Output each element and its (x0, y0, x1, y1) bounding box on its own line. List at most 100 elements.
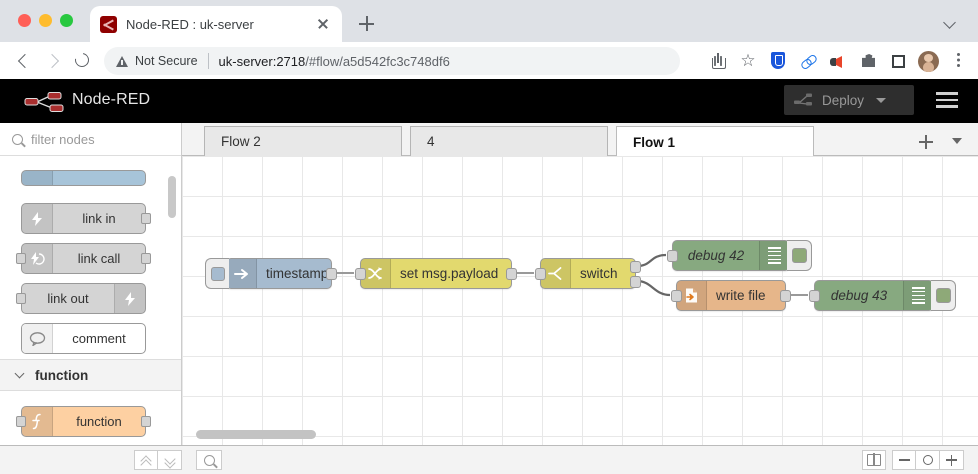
inject-arrow-icon (227, 259, 257, 288)
shield-extension-icon[interactable] (764, 47, 792, 75)
palette-category-function[interactable]: function (0, 359, 181, 391)
debug-toggle-button[interactable] (787, 240, 812, 271)
node-output-port[interactable] (141, 253, 151, 264)
debug-lines-icon (759, 241, 789, 270)
palette-search[interactable]: filter nodes (0, 123, 181, 156)
link-call-icon (22, 244, 53, 273)
flow-list-chevron-icon[interactable] (952, 138, 962, 144)
browser-menu-icon[interactable] (944, 47, 972, 75)
node-output-port-2[interactable] (630, 276, 641, 288)
palette-node-comment[interactable]: comment (21, 323, 146, 354)
debug-toggle-button[interactable] (931, 280, 956, 311)
flow-node-write-file[interactable]: write file (671, 280, 791, 311)
palette-node-function[interactable]: function (16, 406, 151, 437)
flow-tab-4[interactable]: 4 (410, 126, 608, 156)
megaphone-extension-icon[interactable] (824, 47, 852, 75)
deploy-icon (794, 91, 816, 109)
filter-nodes-input[interactable]: filter nodes (31, 131, 95, 147)
url-path: /#flow/a5d542fc3c748df6 (305, 53, 450, 69)
zoom-out-icon[interactable] (892, 450, 916, 470)
browser-tab[interactable]: Node-RED : uk-server (90, 6, 342, 42)
palette-node-mqtt-partial[interactable] (21, 170, 146, 186)
profile-avatar[interactable] (914, 47, 942, 75)
node-input-port[interactable] (355, 268, 366, 280)
hamburger-menu-icon[interactable] (936, 92, 958, 108)
forward-arrow-icon[interactable] (40, 47, 68, 75)
palette-scrollbar[interactable] (168, 176, 176, 218)
palette-node-link-in[interactable]: link in (21, 203, 151, 234)
bookmark-star-icon[interactable]: ☆ (740, 51, 756, 70)
link-extension-icon[interactable] (794, 47, 822, 75)
debug-lines-icon (903, 281, 933, 310)
deploy-button[interactable]: Deploy (784, 85, 914, 115)
canvas-hscrollbar[interactable] (196, 430, 316, 439)
flow-node-set-msg-payload[interactable]: set msg.payload (355, 258, 517, 289)
puzzle-extensions-icon[interactable] (854, 47, 882, 75)
close-icon[interactable] (314, 15, 332, 33)
flow-node-label: debug 43 (830, 288, 888, 303)
flow-node-label: timestamp (266, 266, 329, 281)
url-text: uk-server:2718/#flow/a5d542fc3c748df6 (219, 54, 450, 69)
palette-node-list: link in link call link out (0, 156, 181, 444)
zoom-controls (862, 450, 964, 470)
palette-node-label: comment (72, 331, 126, 346)
navigator-map-icon[interactable] (862, 450, 886, 470)
flow-node-timestamp[interactable]: timestamp (205, 258, 337, 289)
flow-tab-label: Flow 2 (221, 134, 261, 149)
node-output-port[interactable] (141, 213, 151, 224)
zoom-reset-icon[interactable] (916, 450, 940, 470)
window-maximize-button[interactable] (60, 14, 73, 27)
zoom-in-icon[interactable] (940, 450, 964, 470)
node-input-port[interactable] (667, 250, 678, 262)
chevron-down-icon[interactable] (876, 97, 887, 103)
browser-toolbar-icons: ☆ (704, 47, 972, 75)
node-input-port[interactable] (16, 253, 26, 264)
flow-node-debug-42[interactable]: debug 42 (667, 240, 812, 271)
node-output-port-1[interactable] (630, 261, 641, 273)
new-tab-icon[interactable] (356, 13, 378, 35)
palette-category-label: function (35, 367, 89, 383)
browser-tabstrip: Node-RED : uk-server (0, 0, 978, 42)
node-input-port[interactable] (809, 290, 820, 302)
window-close-button[interactable] (18, 14, 31, 27)
node-input-port[interactable] (671, 290, 682, 302)
inject-button[interactable] (205, 258, 229, 289)
status-bar (0, 445, 978, 474)
share-icon[interactable] (704, 47, 732, 75)
palette-node-link-call[interactable]: link call (16, 243, 151, 274)
node-output-port[interactable] (780, 290, 791, 302)
node-output-port[interactable] (326, 268, 337, 280)
flow-canvas[interactable]: timestamp set msg.payload s (182, 156, 978, 445)
switch-icon (541, 259, 571, 288)
flow-node-debug-43[interactable]: debug 43 (809, 280, 956, 311)
square-extension-icon[interactable] (884, 47, 912, 75)
node-red-favicon (100, 15, 117, 33)
node-output-port[interactable] (141, 416, 151, 427)
tab-list-chevron-icon[interactable] (942, 12, 962, 32)
node-input-port[interactable] (16, 416, 26, 427)
browser-tab-title: Node-RED : uk-server (126, 16, 254, 32)
expand-all-icon[interactable] (158, 450, 182, 470)
flow-tab-flow-1[interactable]: Flow 1 (616, 126, 814, 157)
window-minimize-button[interactable] (39, 14, 52, 27)
flow-node-switch[interactable]: switch (535, 258, 641, 289)
mqtt-icon (22, 171, 53, 185)
address-bar[interactable]: Not Secure uk-server:2718/#flow/a5d542fc… (104, 47, 680, 75)
collapse-all-icon[interactable] (134, 450, 158, 470)
flow-tab-label: Flow 1 (633, 134, 676, 150)
search-flows-icon[interactable] (196, 450, 222, 470)
change-icon (361, 259, 391, 288)
flow-tab-flow-2[interactable]: Flow 2 (204, 126, 402, 156)
add-flow-icon[interactable] (917, 133, 935, 151)
reload-icon[interactable] (68, 47, 96, 75)
node-output-port[interactable] (506, 268, 517, 280)
node-input-port[interactable] (16, 293, 26, 304)
deploy-label: Deploy (822, 92, 865, 108)
palette-node-link-out[interactable]: link out (16, 283, 146, 314)
comment-icon (22, 324, 53, 353)
back-arrow-icon[interactable] (12, 47, 40, 75)
node-input-port[interactable] (535, 268, 546, 280)
nodered-brand-title: Node-RED (72, 91, 151, 108)
node-red-logo (24, 91, 68, 113)
